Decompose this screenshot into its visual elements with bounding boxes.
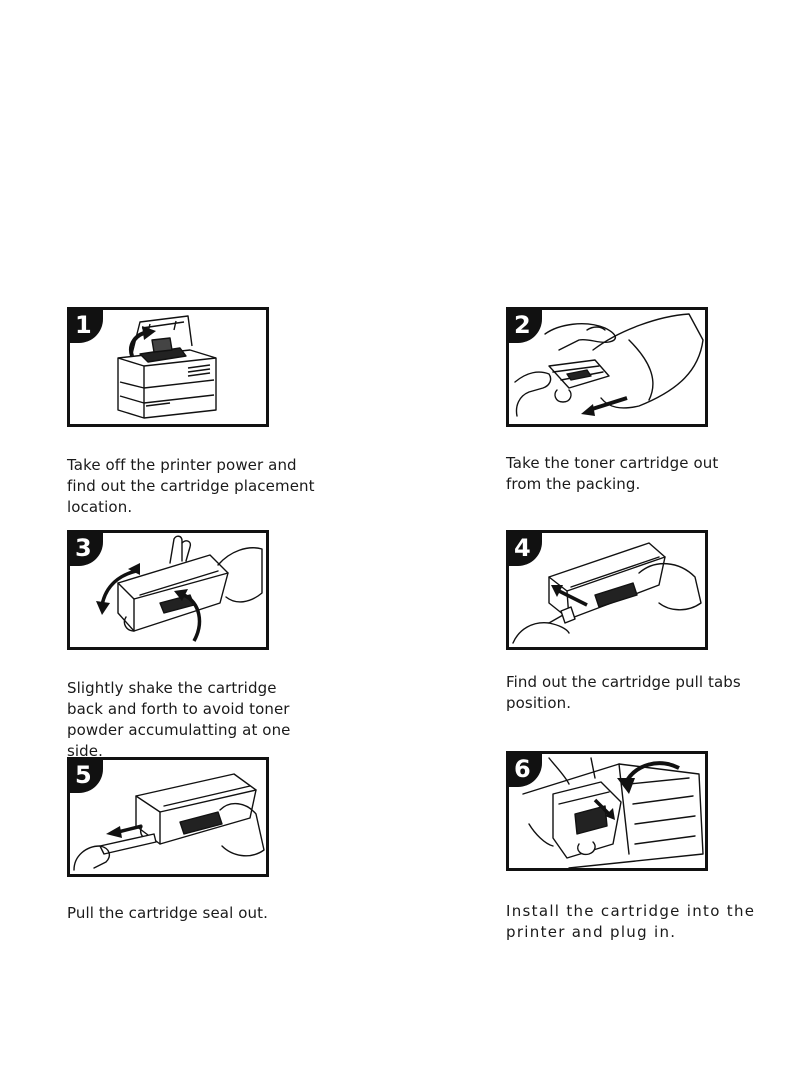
step-1-caption: Take off the printer power and find out … <box>67 456 315 516</box>
step-4: 4 Find out the cartridge pull tabs posit… <box>506 530 766 714</box>
step-number-badge: 1 <box>70 310 103 343</box>
cartridge-shake-icon <box>96 535 263 642</box>
step-3: 3 Slightly shake the <box>67 530 327 762</box>
step-2-caption: Take the toner cartridge out from the pa… <box>506 454 719 493</box>
step-6-panel: 6 <box>506 751 708 871</box>
step-number-badge: 3 <box>70 533 103 566</box>
step-5-panel: 5 <box>67 757 269 877</box>
seal-pull-icon <box>73 773 265 871</box>
cartridge-unpacking-icon <box>514 313 704 417</box>
step-3-caption: Slightly shake the cartridge back and fo… <box>67 679 291 760</box>
step-5-caption: Pull the cartridge seal out. <box>67 904 268 922</box>
cartridge-pull-tab-icon <box>512 542 702 644</box>
step-2: 2 Take the toner cartrid <box>506 307 766 495</box>
step-1: 1 <box>67 307 327 518</box>
step-6-caption: Install the cartridge into the printer a… <box>506 902 756 941</box>
printer-top-cover-open-icon <box>117 315 217 419</box>
step-5: 5 Pull the cartridge seal out. <box>67 757 327 924</box>
step-6: 6 <box>506 751 766 943</box>
step-1-panel: 1 <box>67 307 269 427</box>
step-3-panel: 3 <box>67 530 269 650</box>
step-2-panel: 2 <box>506 307 708 427</box>
step-4-panel: 4 <box>506 530 708 650</box>
step-4-caption: Find out the cartridge pull tabs positio… <box>506 673 741 712</box>
cartridge-install-icon <box>522 757 704 868</box>
